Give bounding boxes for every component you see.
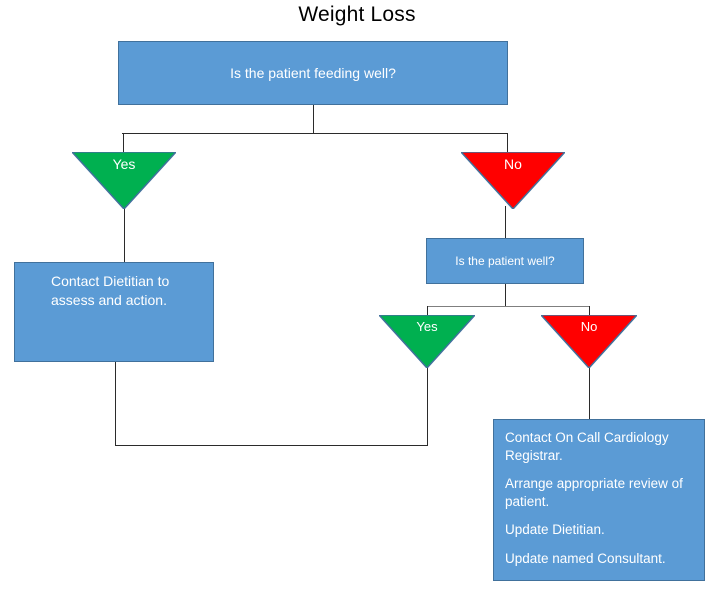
cardiology-action-item: Update named Consultant. xyxy=(505,550,666,566)
connector-to-yes1 xyxy=(123,133,124,154)
node-label: Is the patient feeding well? xyxy=(230,65,396,81)
connector-level2-bar xyxy=(427,306,589,307)
connector-dietitian-down xyxy=(115,362,116,446)
cardiology-action-list: Contact On Call Cardiology Registrar. Ar… xyxy=(505,429,696,567)
connector-patientwell-down xyxy=(505,284,506,306)
node-contact-cardiology[interactable]: Contact On Call Cardiology Registrar. Ar… xyxy=(493,419,705,581)
cardiology-action-item: Arrange appropriate review of patient. xyxy=(505,476,683,509)
connector-level1-bar xyxy=(122,133,508,134)
triangle-down-icon xyxy=(72,152,176,209)
connector-no1-to-patientwell xyxy=(505,206,506,239)
connector-to-yes2 xyxy=(427,306,428,317)
cardiology-action-item: Update Dietitian. xyxy=(505,522,605,538)
decision-yes-feeding[interactable]: Yes xyxy=(72,152,176,209)
connector-yes2-down xyxy=(427,366,428,445)
page-title: Weight Loss xyxy=(298,3,416,26)
node-label: Is the patient well? xyxy=(455,254,555,268)
triangle-down-icon xyxy=(379,315,475,368)
node-is-patient-feeding-well[interactable]: Is the patient feeding well? xyxy=(118,41,508,105)
connector-to-no1 xyxy=(507,133,508,154)
connector-to-no2 xyxy=(589,306,590,317)
node-is-patient-well[interactable]: Is the patient well? xyxy=(426,238,584,284)
decision-no-feeding[interactable]: No xyxy=(461,152,565,209)
cardiology-action-item: Contact On Call Cardiology Registrar. xyxy=(505,430,669,463)
connector-no2-to-cardiology xyxy=(589,366,590,420)
decision-yes-patient-well[interactable]: Yes xyxy=(379,315,475,368)
decision-no-patient-well[interactable]: No xyxy=(541,315,637,368)
connector-feeding-down xyxy=(313,105,314,134)
node-contact-dietitian[interactable]: Contact Dietitian to assess and action. xyxy=(14,262,214,362)
node-label: Contact Dietitian to assess and action. xyxy=(51,273,170,308)
triangle-down-icon xyxy=(541,315,637,368)
triangle-down-icon xyxy=(461,152,565,209)
connector-bottom-return-bar xyxy=(115,445,428,446)
connector-yes1-to-dietitian xyxy=(124,206,125,263)
